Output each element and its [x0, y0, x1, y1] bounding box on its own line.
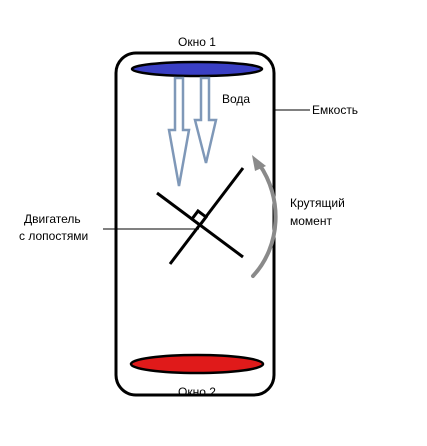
container-label: Емкость: [312, 103, 359, 117]
window-bottom-label: Окно 2: [178, 385, 216, 399]
window-top-label: Окно 1: [178, 35, 216, 49]
motor-label-line2: с лопостями: [19, 229, 89, 243]
container-body: [114, 51, 276, 397]
torque-label-line1: Крутящий: [290, 196, 345, 210]
down-arrow-icon: [167, 76, 191, 187]
window-top-shape: [130, 60, 264, 78]
window-bottom-shape: [129, 353, 265, 375]
down-arrow-icon: [193, 76, 218, 164]
curved-arrow-icon: [251, 155, 278, 278]
motor-label-line1: Двигатель: [24, 212, 81, 226]
torque-label-line2: момент: [290, 214, 332, 228]
water-arrows: [167, 76, 218, 187]
paddle-cross-icon: [156, 167, 245, 265]
water-label: Вода: [222, 92, 251, 106]
